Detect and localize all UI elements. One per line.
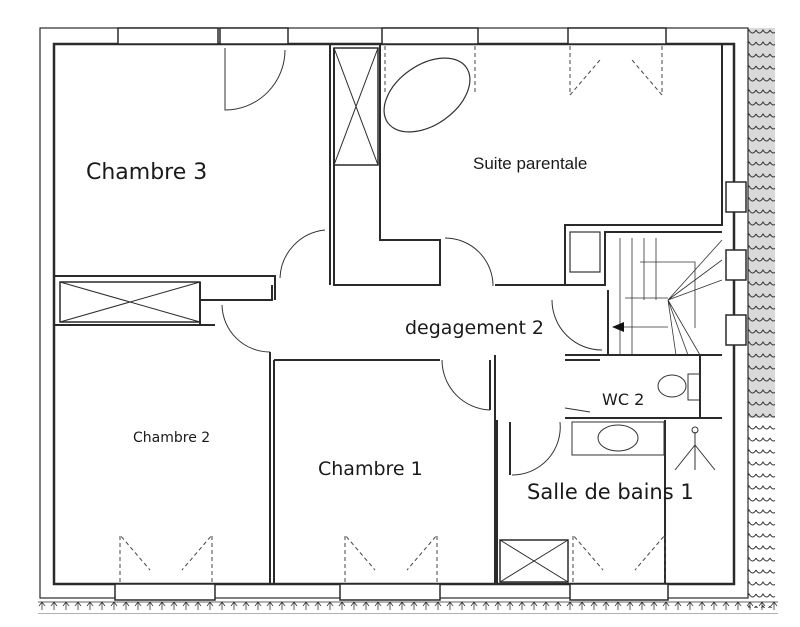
door-swing	[551, 299, 603, 351]
stairs	[619, 238, 723, 356]
room-label-chambre1: Chambre 1	[318, 458, 423, 480]
french-window	[569, 46, 663, 97]
window	[339, 583, 441, 601]
roof-tiles	[748, 28, 775, 418]
closet-chambre2-cross	[59, 281, 201, 323]
outer-wall	[39, 27, 749, 599]
door-swing	[444, 237, 494, 287]
window	[381, 27, 479, 45]
french-window	[384, 46, 476, 95]
window	[725, 314, 747, 346]
window	[725, 249, 747, 281]
room-label-chambre2: Chambre 2	[133, 430, 211, 446]
vanity	[571, 421, 665, 456]
toilet	[657, 374, 687, 398]
door-swing	[221, 304, 271, 353]
window	[219, 27, 289, 45]
wall-chambre3	[54, 44, 441, 300]
wall-chambre2	[54, 282, 273, 584]
bath-closet	[499, 539, 569, 583]
exterior-edge	[38, 600, 778, 614]
shower-head	[691, 426, 699, 434]
window	[567, 27, 667, 45]
door-swing	[511, 421, 561, 476]
room-label-chambre3: Chambre 3	[86, 160, 208, 185]
wall-sdb	[496, 420, 666, 584]
wall-stairs	[565, 290, 722, 361]
toilet-tank	[687, 373, 701, 401]
wall-suite	[495, 44, 723, 286]
shower	[674, 432, 716, 471]
bathtub	[383, 57, 471, 133]
french-window	[344, 533, 438, 582]
window	[569, 583, 669, 601]
roof-tiles-lower	[748, 418, 775, 608]
french-window	[572, 533, 666, 582]
room-label-salle-de-bains: Salle de bains 1	[527, 480, 694, 504]
closet-suite	[333, 47, 379, 166]
closet-suite-cross	[333, 47, 379, 166]
door-swing	[564, 407, 591, 413]
room-label-degagement: degagement 2	[405, 317, 545, 339]
french-window	[119, 533, 213, 582]
stair-direction-arrow-icon	[612, 322, 624, 332]
room-label-wc: WC 2	[602, 390, 645, 409]
sink	[569, 231, 601, 273]
washbasin	[597, 424, 639, 452]
window	[725, 181, 747, 213]
room-label-suite-parentale: Suite parentale	[473, 154, 588, 173]
bath-closet-cross	[499, 539, 569, 583]
door-swing	[224, 48, 286, 111]
door-swing	[441, 359, 491, 411]
window	[114, 583, 216, 601]
wall-chambre1	[273, 355, 496, 584]
door-swing	[279, 229, 326, 279]
window	[117, 27, 219, 45]
